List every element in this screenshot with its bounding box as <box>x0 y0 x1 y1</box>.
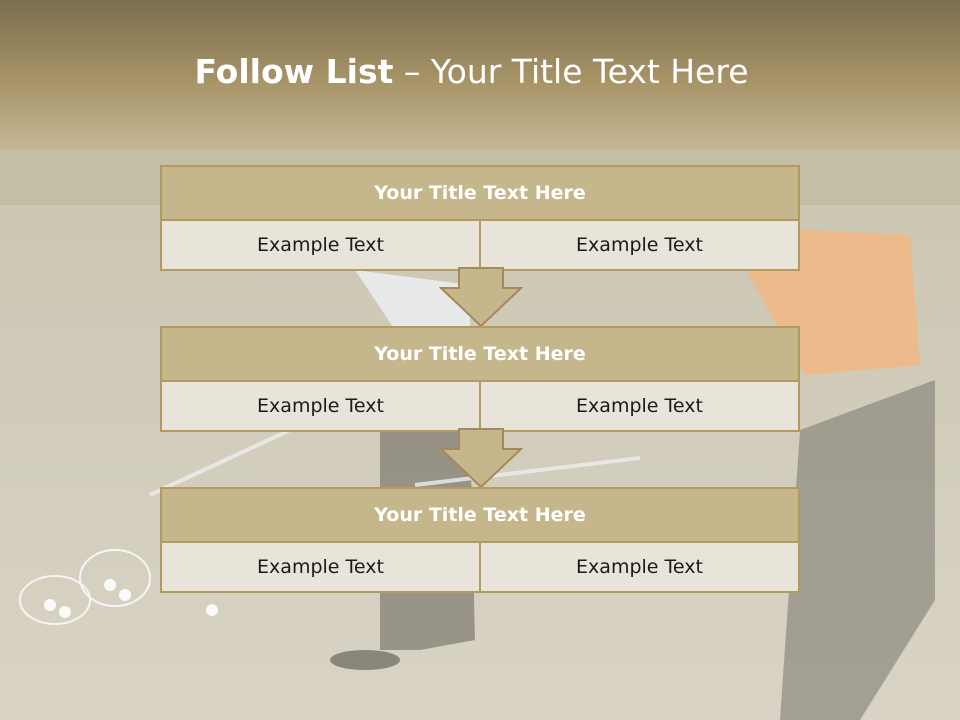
block-row: Example Text Example Text <box>160 221 800 271</box>
follow-block-1: Your Title Text Here Example Text Exampl… <box>160 165 800 271</box>
down-arrow-icon <box>439 267 523 328</box>
block-heading: Your Title Text Here <box>160 487 800 543</box>
block-cell-left: Example Text <box>160 543 481 593</box>
block-heading: Your Title Text Here <box>160 326 800 382</box>
follow-block-3: Your Title Text Here Example Text Exampl… <box>160 487 800 593</box>
block-cell-right: Example Text <box>481 221 800 271</box>
title-bold: Follow List <box>194 52 394 91</box>
down-arrow-icon <box>439 428 523 489</box>
block-row: Example Text Example Text <box>160 382 800 432</box>
block-cell-right: Example Text <box>481 543 800 593</box>
block-cell-left: Example Text <box>160 221 481 271</box>
title-rest: – Your Title Text Here <box>403 52 749 91</box>
block-heading: Your Title Text Here <box>160 165 800 221</box>
page-title: Follow List – Your Title Text Here <box>0 52 943 91</box>
block-cell-right: Example Text <box>481 382 800 432</box>
block-row: Example Text Example Text <box>160 543 800 593</box>
block-cell-left: Example Text <box>160 382 481 432</box>
follow-block-2: Your Title Text Here Example Text Exampl… <box>160 326 800 432</box>
